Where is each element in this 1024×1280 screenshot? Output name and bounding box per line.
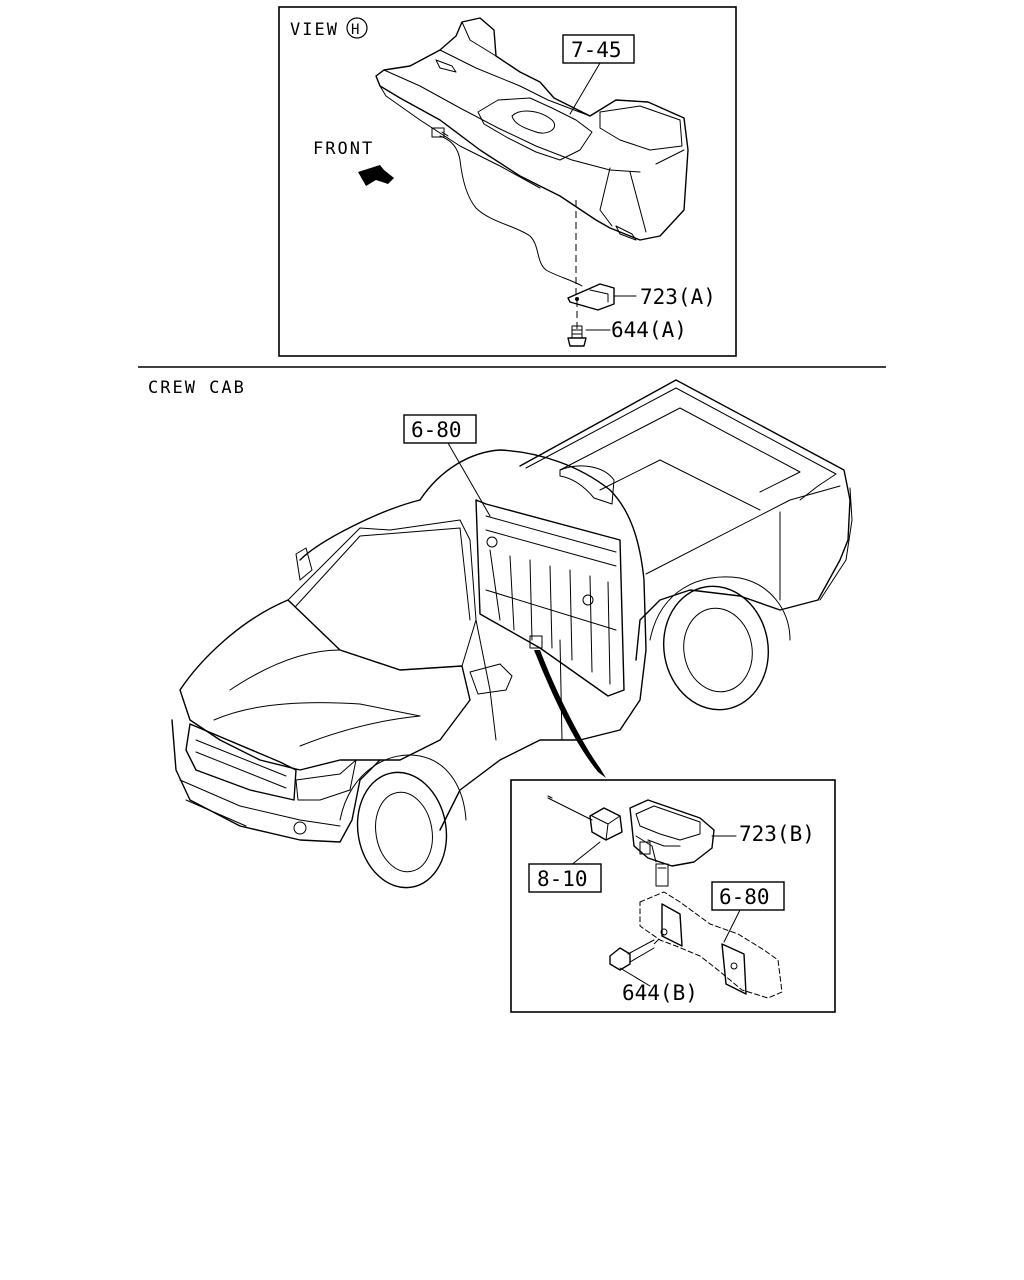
seat-back xyxy=(475,499,625,697)
detail-pointer-arrow xyxy=(534,650,606,778)
headlight-icon xyxy=(295,759,357,801)
grille xyxy=(185,723,297,801)
front-label: FRONT xyxy=(313,139,374,159)
callout-bolt-b: 644(B) xyxy=(622,981,698,1005)
callout-box-console xyxy=(562,34,635,64)
leader-bracket xyxy=(723,909,741,943)
callout-bolt-a: 644(A) xyxy=(611,318,687,342)
callout-bracket-ref: 6-80 xyxy=(719,885,770,909)
callout-console-ref: 7-45 xyxy=(571,38,622,62)
truck-illustration xyxy=(171,379,853,889)
sensor-b-icon xyxy=(629,799,715,887)
detail-panel-frame xyxy=(510,779,836,1013)
front-wheel-icon xyxy=(356,771,448,889)
right-mirror-icon xyxy=(469,663,513,695)
windshield xyxy=(287,519,477,671)
center-console xyxy=(375,17,689,241)
leader-console xyxy=(569,62,601,115)
callout-box-connector xyxy=(528,863,602,893)
harness-connector-icon xyxy=(431,127,445,138)
harness-wire xyxy=(439,135,583,287)
rear-wheel-icon xyxy=(662,585,770,711)
bolt-b-icon xyxy=(609,933,665,971)
view-panel: VIEW H FRONT xyxy=(278,6,737,357)
left-mirror-icon xyxy=(295,547,313,581)
sensor-a-icon xyxy=(567,283,615,311)
section-title: CREW CAB xyxy=(148,378,246,398)
leader-seat-back xyxy=(447,442,491,517)
callout-sensor-b: 723(B) xyxy=(739,822,815,846)
callout-box-bracket xyxy=(711,881,785,911)
callout-sensor-a: 723(A) xyxy=(640,285,716,309)
view-panel-frame xyxy=(278,6,737,357)
callout-seat-back-ref: 6-80 xyxy=(411,418,462,442)
leader-connector xyxy=(569,841,601,867)
bracket-icon xyxy=(639,891,783,999)
bolt-a-icon xyxy=(567,325,587,347)
view-title: VIEW xyxy=(290,20,339,40)
view-mark-letter: H xyxy=(351,22,359,38)
view-mark-circle xyxy=(346,17,368,39)
connector-8-10-icon xyxy=(547,795,623,841)
callout-connector-ref: 8-10 xyxy=(537,867,588,891)
leader-bolt-b xyxy=(619,967,651,987)
detail-panel: 8-10 723(B) 6-80 xyxy=(510,779,836,1013)
callout-box-seat-back xyxy=(403,414,477,444)
front-arrow-icon xyxy=(358,165,394,186)
